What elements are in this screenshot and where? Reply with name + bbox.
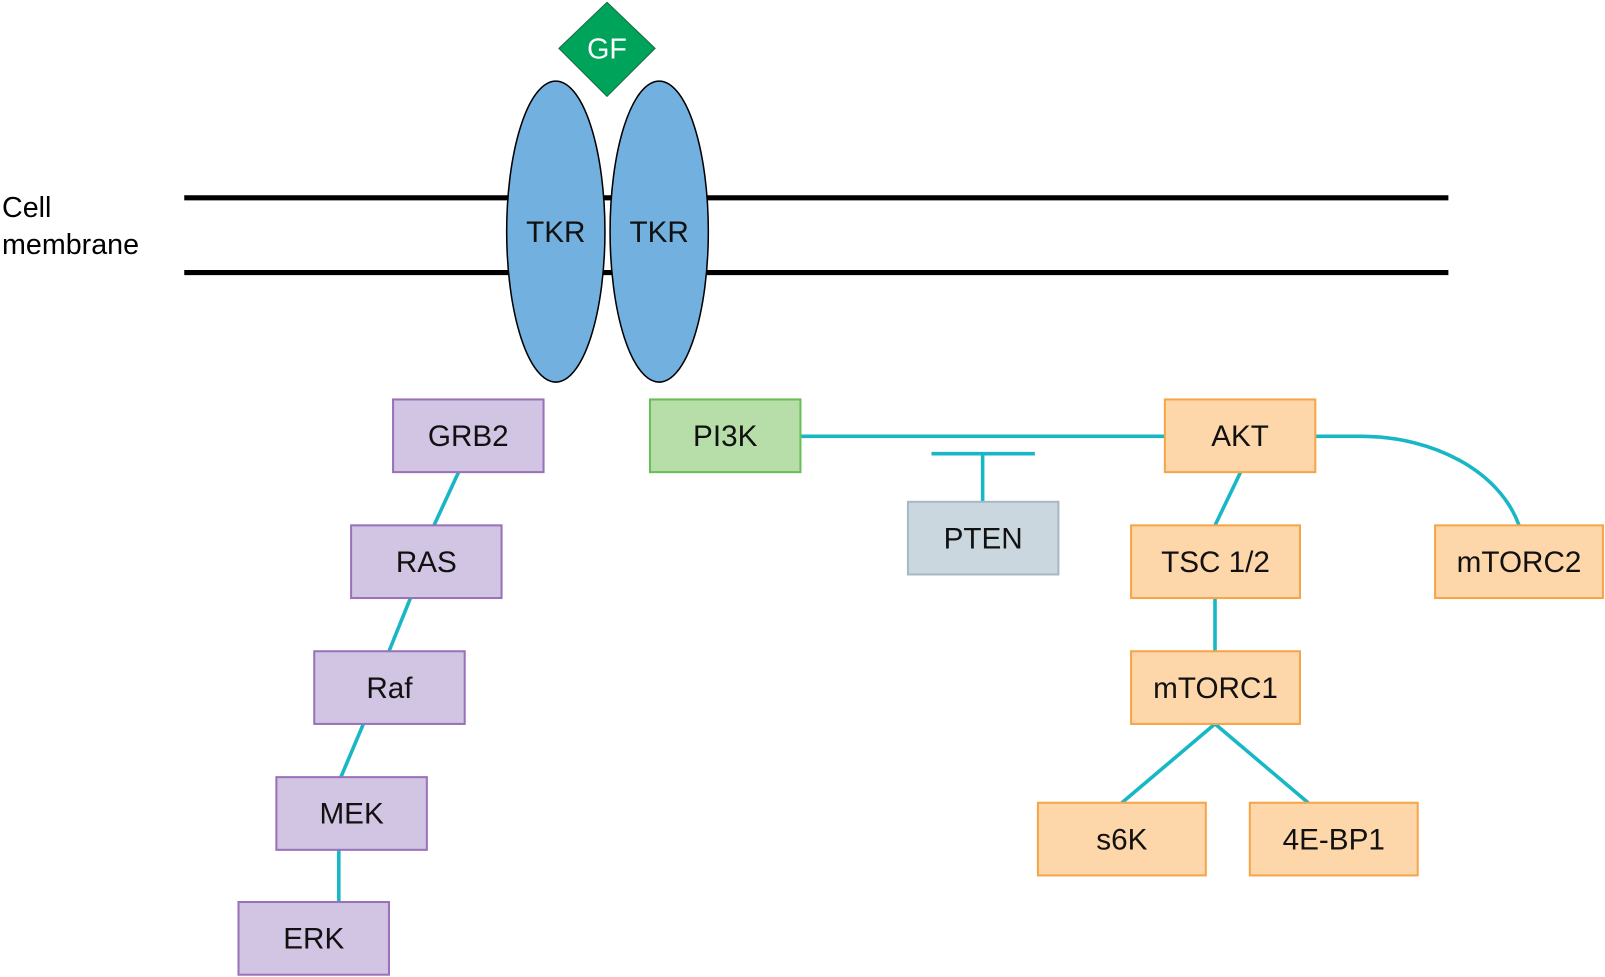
edge-mtorc1-4ebp1 (1213, 722, 1310, 805)
receptor-right: TKR (609, 80, 710, 383)
node-box (1248, 801, 1419, 877)
node-label: Raf (366, 672, 413, 705)
edge-ras-raf (387, 597, 413, 652)
receptor-label: TKR (526, 216, 585, 249)
node-label: mTORC1 (1153, 672, 1278, 705)
membrane-label-line2: membrane (2, 229, 139, 261)
node-label: ERK (283, 923, 344, 956)
node-box (237, 901, 390, 976)
membrane-label-line1: Cell (2, 192, 51, 224)
node-label: AKT (1211, 420, 1269, 453)
node-label: TSC 1/2 (1161, 546, 1270, 579)
node-box (313, 650, 466, 725)
node-box (275, 776, 428, 851)
node-mtorc2: mTORC2 (1434, 524, 1604, 600)
edge-grb2-ras (432, 471, 461, 527)
cell-membrane: Cell membrane (2, 192, 1449, 276)
node-mek: MEK (275, 776, 428, 851)
node-label: 4E-BP1 (1283, 823, 1385, 856)
node-box (648, 398, 802, 474)
node-label: mTORC2 (1457, 546, 1582, 579)
node-box (1434, 524, 1604, 600)
node-label: MEK (319, 798, 384, 831)
growth-factor: GF (558, 1, 656, 98)
receptor-left: TKR (505, 80, 606, 383)
node-box (1036, 801, 1207, 877)
node-label: GRB2 (428, 420, 509, 453)
node-box (1130, 650, 1301, 725)
growth-factor-label: GF (587, 34, 627, 66)
node-erk: ERK (237, 901, 390, 976)
edge-akt-mtorc2 (1315, 434, 1521, 526)
edges (337, 434, 1521, 903)
node-label: PI3K (693, 420, 758, 453)
node-box (906, 500, 1060, 576)
node-tsc: TSC 1/2 (1130, 524, 1301, 600)
node-raf: Raf (313, 650, 466, 725)
node-box (1130, 524, 1301, 600)
receptor-label: TKR (630, 216, 689, 249)
node-mtorc1: mTORC1 (1130, 650, 1301, 725)
node-label: PTEN (944, 522, 1023, 555)
growth-factor-diamond (558, 1, 656, 98)
node-box (1163, 398, 1317, 474)
edge-akt-tsc (1213, 471, 1243, 527)
receptor-shape (505, 80, 606, 383)
node-akt: AKT (1163, 398, 1317, 474)
node-box (392, 398, 545, 474)
node-grb2: GRB2 (392, 398, 545, 474)
node-label: s6K (1096, 823, 1147, 856)
node-box (350, 524, 503, 600)
receptor-shape (609, 80, 710, 383)
node-label: RAS (396, 546, 457, 579)
node-ras: RAS (350, 524, 503, 600)
node-s6k: s6K (1036, 801, 1207, 877)
node-eb: 4E-BP1 (1248, 801, 1419, 877)
node-pi3k: PI3K (648, 398, 802, 474)
node-pten: PTEN (906, 500, 1060, 576)
edge-mtorc1-s6k (1120, 722, 1217, 805)
edge-raf-mek (339, 723, 366, 778)
